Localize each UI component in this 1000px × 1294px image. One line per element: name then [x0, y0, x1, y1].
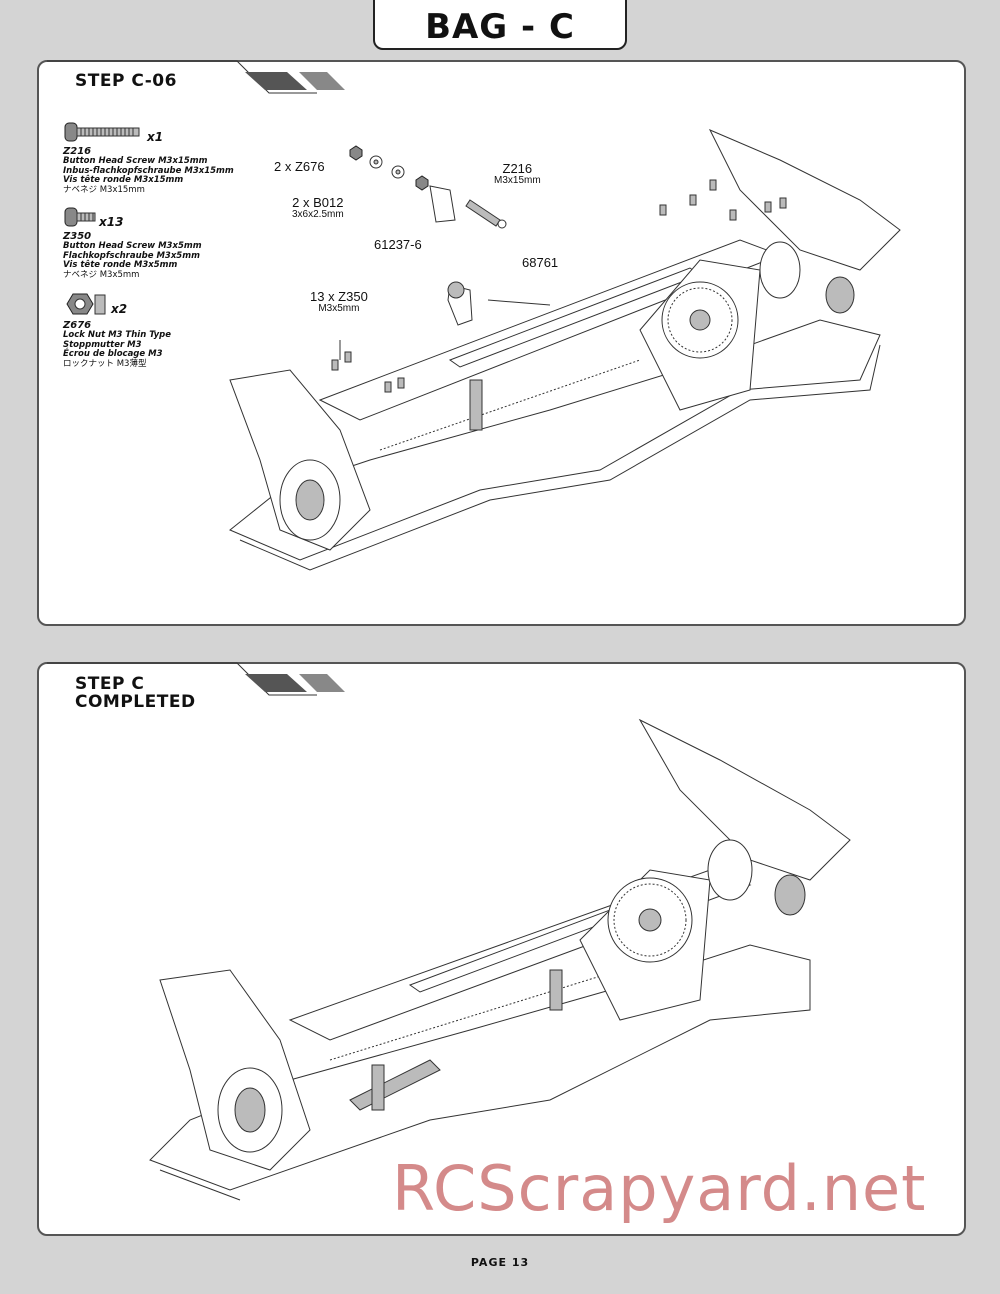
- callout-61237-6: 61237-6: [374, 237, 422, 252]
- callout-z350-qty: 13 x Z350: [310, 289, 368, 304]
- part-z350: x13 Z350 Button Head Screw M3x5mm Flachk…: [63, 205, 243, 280]
- part-desc-fr: Écrou de blocage M3: [63, 349, 163, 359]
- parts-legend: x1 Z216 Button Head Screw M3x15mm Inbus-…: [63, 120, 243, 379]
- callout-z350-size: M3x5mm: [318, 303, 360, 314]
- part-desc-jp: ナベネジ M3x5mm: [63, 269, 140, 280]
- part-desc-jp: ロックナット M3薄型: [63, 358, 147, 369]
- callout-b012-qty: 2 x B012: [292, 195, 344, 210]
- part-desc-fr: Vis tête ronde M3x15mm: [63, 175, 184, 185]
- part-desc-de: Stoppmutter M3: [63, 339, 142, 350]
- step-c06-tab: [47, 60, 345, 94]
- part-desc-de: Flachkopfschraube M3x5mm: [63, 250, 200, 261]
- callout-z350: 13 x Z350 M3x5mm: [310, 290, 368, 314]
- part-desc-jp: ナベネジ M3x15mm: [63, 184, 145, 195]
- callout-68761: 68761: [522, 255, 559, 270]
- callout-b012-size: 3x6x2.5mm: [292, 209, 344, 220]
- button-head-screw-short-icon: [64, 207, 96, 227]
- watermark: RCScrapyard.net: [392, 1152, 927, 1225]
- part-z676: x2 Z676 Lock Nut M3 Thin Type Stoppmutte…: [63, 290, 243, 369]
- callout-b012: 2 x B012 3x6x2.5mm: [292, 196, 344, 220]
- exploded-parts: [339, 145, 551, 431]
- part-desc-en: Button Head Screw M3x15mm: [63, 156, 208, 166]
- section-title: BAG - C: [373, 0, 627, 50]
- callout-z676: 2 x Z676: [274, 159, 325, 174]
- callout-z216-size: M3x15mm: [494, 175, 541, 186]
- part-code: Z350: [63, 231, 92, 242]
- part-desc-de: Inbus-flachkopfschraube M3x15mm: [63, 165, 234, 176]
- step-c06-label: STEP C-06: [75, 71, 177, 91]
- callout-z216: Z216 M3x15mm: [494, 162, 541, 186]
- step-c-completed-tab: [47, 662, 345, 696]
- part-desc-en: Lock Nut M3 Thin Type: [63, 330, 171, 340]
- part-z216: x1 Z216 Button Head Screw M3x15mm Inbus-…: [63, 120, 243, 195]
- completed-chassis-drawing: [149, 718, 851, 1201]
- part-code: Z676: [63, 320, 92, 331]
- step-c-completed-label: STEP C COMPLETED: [75, 674, 196, 712]
- part-desc-fr: Vis tête ronde M3x5mm: [63, 260, 178, 270]
- part-qty: x13: [99, 215, 124, 229]
- part-code: Z216: [63, 146, 92, 157]
- chassis-assembly-drawing: [229, 129, 901, 571]
- part-qty: x1: [147, 130, 164, 144]
- page-number: PAGE 13: [470, 1256, 530, 1269]
- part-qty: x2: [111, 302, 128, 316]
- part-desc-en: Button Head Screw M3x5mm: [63, 241, 202, 251]
- callout-z216-code: Z216: [502, 161, 533, 176]
- lock-nut-icon: [66, 293, 106, 315]
- button-head-screw-long-icon: [64, 122, 140, 142]
